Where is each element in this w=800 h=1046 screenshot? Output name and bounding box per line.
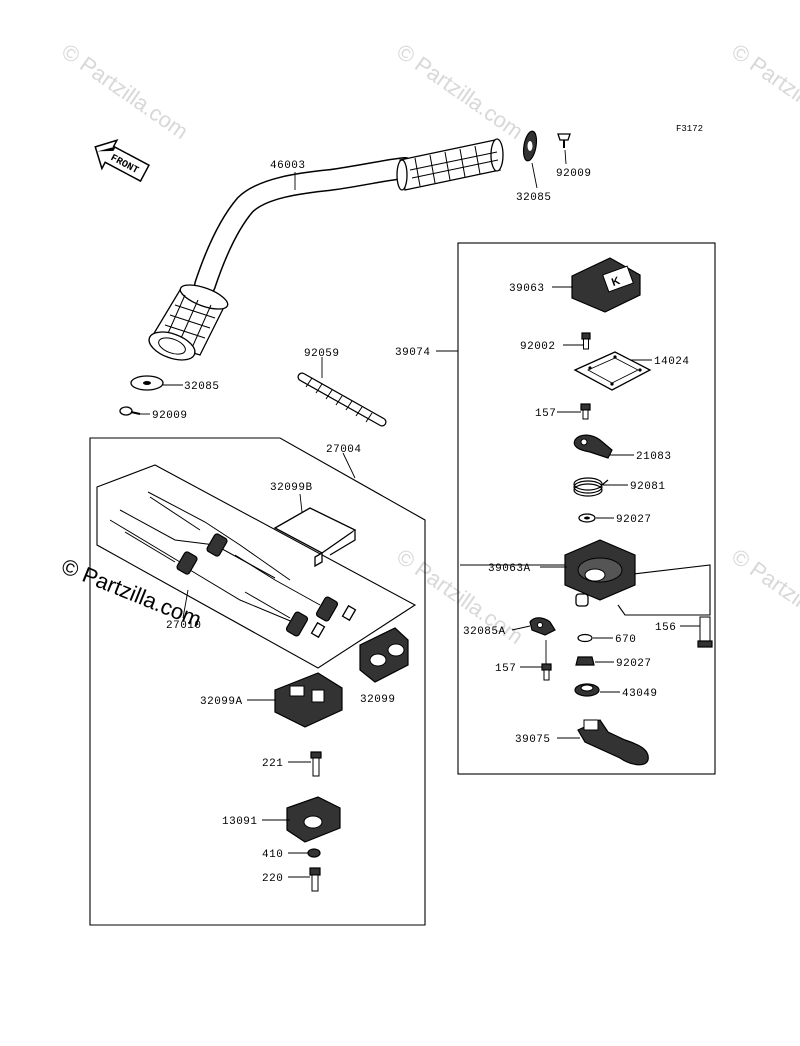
label-92027-bottom: 92027 (616, 658, 652, 670)
connector (176, 533, 357, 639)
label-221: 221 (262, 758, 283, 770)
handlebar-46003 (148, 138, 504, 361)
label-43049: 43049 (622, 688, 658, 700)
switch-housing-32099A (274, 672, 343, 728)
washer-410 (307, 848, 321, 858)
label-157-top: 157 (535, 408, 556, 420)
clamp-13091 (286, 796, 341, 843)
watermark: © Partzilla.com (392, 544, 528, 650)
watermark: © Partzilla.com (727, 544, 800, 650)
cover-32099B (273, 507, 357, 568)
label-156: 156 (655, 622, 676, 634)
label-32099A: 32099A (200, 696, 243, 708)
label-14024: 14024 (654, 356, 690, 368)
wire-harness-27010 (96, 464, 417, 669)
washer-32085-left (130, 375, 164, 391)
label-157-bottom: 157 (495, 663, 516, 675)
label-32099: 32099 (360, 694, 396, 706)
screw-92002 (581, 332, 591, 350)
screw-221 (310, 751, 322, 777)
label-92027-top: 92027 (616, 514, 652, 526)
throttle-assembly-frame-39074 (457, 242, 716, 775)
label-39063: 39063 (509, 283, 545, 295)
screw-92009-top (557, 133, 571, 148)
washer-92027-top (578, 513, 596, 523)
switch-body-32099 (359, 627, 409, 683)
bolt-220 (309, 867, 321, 892)
cover-39063: K (571, 257, 641, 313)
throttle-lever-39075 (577, 719, 649, 766)
label-32085-top: 32085 (516, 192, 552, 204)
bolt-156 (697, 616, 713, 648)
watermark: © Partzilla.com (57, 39, 193, 145)
watermark: © Partzilla.com (727, 39, 800, 145)
label-32085A: 32085A (463, 626, 506, 638)
seal-43049 (574, 683, 600, 697)
screw-92009-left (119, 406, 141, 416)
label-27004: 27004 (326, 444, 362, 456)
watermark: © Partzilla.com (392, 39, 528, 145)
plate-32085A (529, 617, 556, 636)
housing-39063A (460, 539, 711, 616)
label-39075: 39075 (515, 734, 551, 746)
label-39074: 39074 (395, 347, 431, 359)
right-grip (396, 138, 504, 191)
cable-tube-92059 (297, 372, 387, 427)
label-92009-top: 92009 (556, 168, 592, 180)
figure-code: F3172 (676, 124, 703, 134)
label-670: 670 (615, 634, 636, 646)
stopper-21083 (573, 434, 613, 459)
front-arrow-icon: FRONT (94, 138, 150, 183)
label-220: 220 (262, 873, 283, 885)
label-92081: 92081 (630, 481, 666, 493)
label-21083: 21083 (636, 451, 672, 463)
svg-text:K: K (610, 275, 622, 289)
washer-92027-bottom (575, 656, 595, 666)
label-92002: 92002 (520, 341, 556, 353)
label-27010: 27010 (166, 620, 202, 632)
o-ring-670 (577, 633, 593, 643)
label-32085-left: 32085 (184, 381, 220, 393)
left-grip (148, 284, 229, 361)
screw-157-bottom (541, 640, 552, 681)
label-410: 410 (262, 849, 283, 861)
spring-92081 (573, 477, 609, 497)
label-39063A: 39063A (488, 563, 531, 575)
washer-32085-top (522, 130, 538, 162)
switch-assembly-frame-27004 (89, 437, 426, 926)
label-32099B: 32099B (270, 482, 313, 494)
label-92009-left: 92009 (152, 410, 188, 422)
label-46003: 46003 (270, 160, 306, 172)
screw-157-top (580, 403, 591, 420)
label-92059: 92059 (304, 348, 340, 360)
label-13091: 13091 (222, 816, 258, 828)
gasket-14024 (573, 351, 652, 391)
